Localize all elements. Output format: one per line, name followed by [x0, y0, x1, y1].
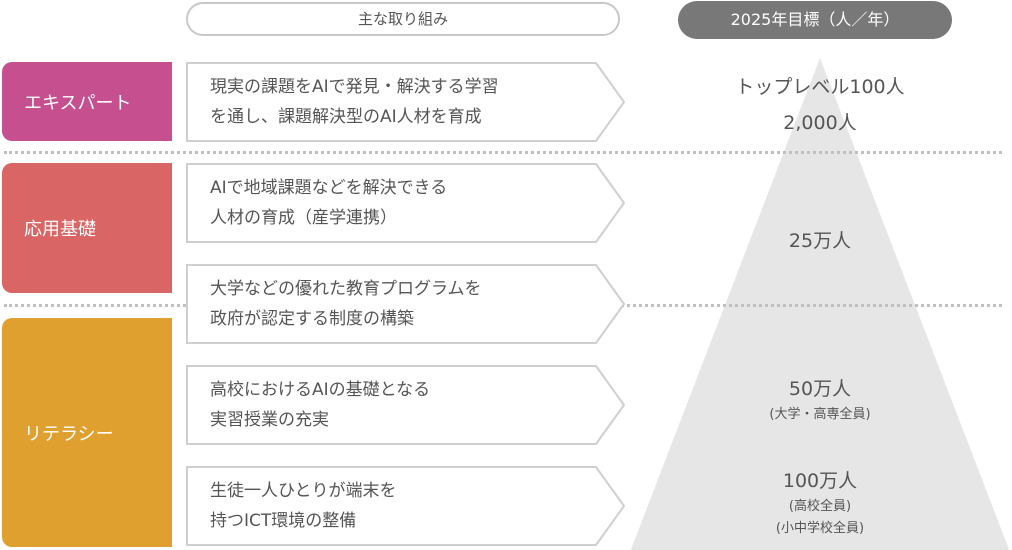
initiative-box: AIで地域課題などを解決できる人材の育成（産学連携） — [186, 163, 626, 243]
target-top-level: トップレベル100人 — [735, 76, 905, 98]
initiative-line: 生徒一人ひとりが端末を — [210, 481, 397, 501]
initiative-line: 持つICT環境の整備 — [210, 511, 357, 531]
targets-header: 2025年目標（人／年） — [678, 1, 952, 39]
target-value: 25万人 — [788, 230, 852, 252]
chevron-arrow-shape — [186, 62, 626, 142]
chevron-arrow-shape — [186, 466, 626, 546]
category-label: エキスパート — [24, 92, 132, 114]
initiative-line: 現実の課題をAIで発見・解決する学習 — [210, 77, 499, 97]
chevron-arrow-shape — [186, 163, 626, 243]
target-value: 100万人 — [782, 470, 858, 492]
category-literacy: リテラシー — [2, 318, 172, 547]
initiative-box: 大学などの優れた教育プログラムを政府が認定する制度の構築 — [186, 264, 626, 344]
initiative-box: 高校におけるAIの基礎となる実習授業の充実 — [186, 365, 626, 445]
category-label: リテラシー — [24, 423, 114, 445]
target-applied: 25万人 — [720, 226, 920, 256]
initiative-line: 高校におけるAIの基礎となる — [210, 380, 431, 400]
chevron-arrow-shape — [186, 365, 626, 445]
target-value: 2,000人 — [783, 112, 857, 134]
initiative-line: AIで地域課題などを解決できる — [210, 178, 448, 198]
target-note: (高校全員) — [788, 499, 852, 514]
target-note: (小中学校全員) — [775, 521, 865, 536]
target-value: 50万人 — [788, 378, 852, 400]
category-applied-basic: 応用基礎 — [2, 163, 172, 293]
chevron-arrow-shape — [186, 264, 626, 344]
divider-expert-applied — [4, 151, 1002, 154]
target-note: (大学・高専全員) — [769, 407, 871, 422]
initiative-line: 実習授業の充実 — [210, 410, 329, 430]
target-literacy-university: 50万人 (大学・高専全員) — [720, 374, 920, 426]
category-expert: エキスパート — [2, 62, 172, 141]
initiative-line: 大学などの優れた教育プログラムを — [210, 279, 482, 299]
initiative-box: 生徒一人ひとりが端末を持つICT環境の整備 — [186, 466, 626, 546]
category-label: 応用基礎 — [24, 219, 96, 240]
initiatives-header: 主な取り組み — [186, 2, 620, 36]
initiative-line: を通し、課題解決型のAI人材を育成 — [210, 107, 482, 127]
target-expert: トップレベル100人 2,000人 — [700, 72, 940, 138]
initiative-line: 人材の育成（産学連携） — [210, 208, 397, 228]
target-literacy-school: 100万人 (高校全員) (小中学校全員) — [720, 466, 920, 540]
initiative-line: 政府が認定する制度の構築 — [210, 309, 414, 329]
initiative-box: 現実の課題をAIで発見・解決する学習を通し、課題解決型のAI人材を育成 — [186, 62, 626, 142]
